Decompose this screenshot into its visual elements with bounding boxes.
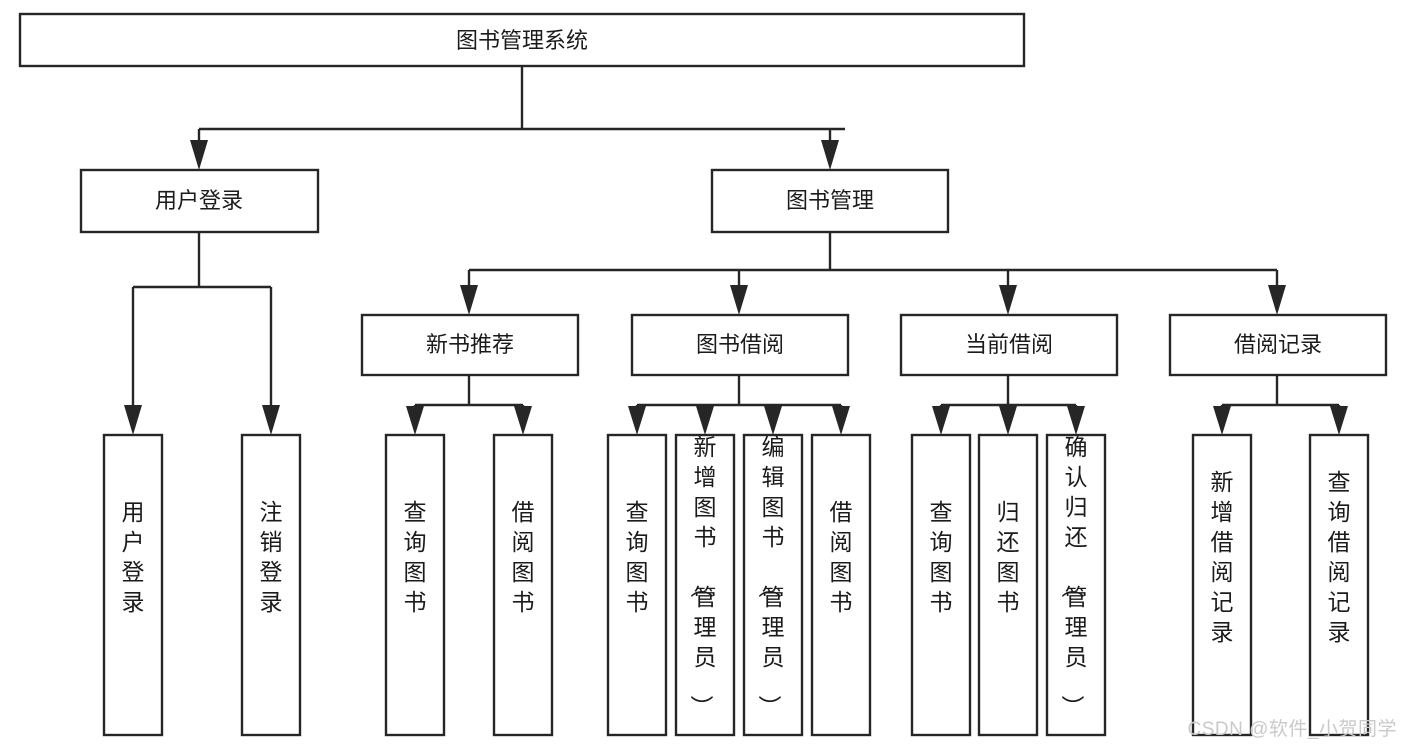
leaf-edit-book-box[interactable] [742, 433, 804, 737]
node-current-borrow-box[interactable] [899, 313, 1119, 377]
arrowhead-current-borrow [999, 285, 1017, 315]
arrowhead-leaf-borrow-book-1 [514, 406, 532, 435]
leaf-user-login-box[interactable] [102, 433, 164, 737]
leaf-add-record[interactable]: 新增借阅记录 [1191, 433, 1253, 737]
leaf-query-book-2-label: 查询图书 [626, 499, 649, 615]
leaf-logout-login[interactable]: 注销登录 [240, 433, 302, 737]
leaf-query-book-3-label: 查询图书 [930, 499, 953, 615]
leaf-borrow-book-1[interactable]: 借阅图书 [492, 433, 554, 737]
arrowhead-leaf-query-book-3 [932, 406, 950, 435]
arrowhead-leaf-query-book-2 [628, 406, 646, 435]
leaf-user-login[interactable]: 用户登录 [102, 433, 164, 737]
leaf-return-book[interactable]: 归还图书 [977, 433, 1039, 737]
leaf-query-record-box[interactable] [1308, 433, 1370, 737]
arrowhead-user-login [190, 140, 208, 170]
leaf-query-book-1-box[interactable] [384, 433, 446, 737]
node-user-login-box[interactable] [79, 168, 320, 234]
leaf-borrow-book-1-box[interactable] [492, 433, 554, 737]
arrowhead-book-borrow [730, 285, 748, 315]
leaf-add-book-box[interactable] [674, 433, 736, 737]
leaf-query-book-2-box[interactable] [606, 433, 668, 737]
node-borrow-record-label: 借阅记录 [1234, 332, 1322, 357]
arrowhead-leaf-query-book-1 [406, 406, 424, 435]
node-book-management-box[interactable] [710, 168, 950, 234]
node-book-management[interactable]: 图书管理 [710, 168, 950, 234]
leaf-logout-login-box[interactable] [240, 433, 302, 737]
arrowhead-leaf-add-record [1213, 406, 1231, 435]
leaf-confirm-return[interactable]: 确认归还（管理员） [1045, 433, 1107, 737]
connector-layer [124, 66, 1348, 435]
node-current-borrow-label: 当前借阅 [965, 332, 1053, 357]
leaf-user-login-label: 用户登录 [122, 499, 145, 615]
leaf-logout-login-label: 注销登录 [260, 499, 283, 615]
leaf-query-book-3-box[interactable] [910, 433, 972, 737]
node-root-label: 图书管理系统 [456, 28, 588, 53]
leaf-return-book-label: 归还图书 [997, 499, 1020, 615]
arrowhead-new-book-recommend [460, 285, 478, 315]
leaf-edit-book-label: 编辑图书（管理员） [757, 434, 785, 718]
arrowhead-leaf-add-book [696, 406, 714, 435]
arrowhead-leaf-query-record [1330, 406, 1348, 435]
node-book-borrow[interactable]: 图书借阅 [630, 313, 850, 377]
node-new-book-recommend[interactable]: 新书推荐 [360, 313, 580, 377]
arrowhead-leaf-borrow-book-2 [832, 406, 850, 435]
leaf-confirm-return-box[interactable] [1045, 433, 1107, 737]
node-book-borrow-label: 图书借阅 [696, 332, 784, 357]
leaf-add-record-label: 新增借阅记录 [1211, 469, 1234, 645]
leaf-add-book-label: 新增图书（管理员） [689, 434, 717, 718]
leaf-add-book[interactable]: 新增图书（管理员） [674, 433, 736, 737]
leaf-add-record-box[interactable] [1191, 433, 1253, 737]
node-book-borrow-box[interactable] [630, 313, 850, 377]
leaf-query-book-1-label: 查询图书 [404, 499, 427, 615]
leaf-borrow-book-1-label: 借阅图书 [512, 499, 535, 615]
leaf-query-record-label: 查询借阅记录 [1328, 469, 1351, 645]
leaf-borrow-book-2[interactable]: 借阅图书 [810, 433, 872, 737]
leaf-query-book-3[interactable]: 查询图书 [910, 433, 972, 737]
leaf-borrow-book-2-label: 借阅图书 [830, 499, 853, 615]
arrowhead-book-management [821, 140, 839, 170]
leaf-query-book-1[interactable]: 查询图书 [384, 433, 446, 737]
leaf-query-record[interactable]: 查询借阅记录 [1308, 433, 1370, 737]
node-borrow-record[interactable]: 借阅记录 [1168, 313, 1388, 377]
arrowhead-leaf-logout-login [262, 405, 280, 435]
leaf-borrow-book-2-box[interactable] [810, 433, 872, 737]
node-root[interactable]: 图书管理系统 [18, 12, 1026, 68]
node-current-borrow[interactable]: 当前借阅 [899, 313, 1119, 377]
node-user-login[interactable]: 用户登录 [79, 168, 320, 234]
leaf-confirm-return-label: 确认归还（管理员） [1060, 434, 1088, 718]
node-book-management-label: 图书管理 [786, 188, 874, 213]
arrowhead-borrow-record [1268, 285, 1286, 315]
leaf-return-book-box[interactable] [977, 433, 1039, 737]
node-borrow-record-box[interactable] [1168, 313, 1388, 377]
node-new-book-recommend-label: 新书推荐 [426, 332, 514, 357]
arrowhead-leaf-user-login [124, 405, 142, 435]
node-root-box[interactable] [18, 12, 1026, 68]
arrowhead-leaf-confirm-return [1067, 406, 1085, 435]
leaf-query-book-2[interactable]: 查询图书 [606, 433, 668, 737]
leaf-edit-book[interactable]: 编辑图书（管理员） [742, 433, 804, 737]
arrowhead-leaf-edit-book [764, 406, 782, 435]
node-new-book-recommend-box[interactable] [360, 313, 580, 377]
node-user-login-label: 用户登录 [155, 188, 243, 213]
arrowhead-leaf-return-book [999, 406, 1017, 435]
